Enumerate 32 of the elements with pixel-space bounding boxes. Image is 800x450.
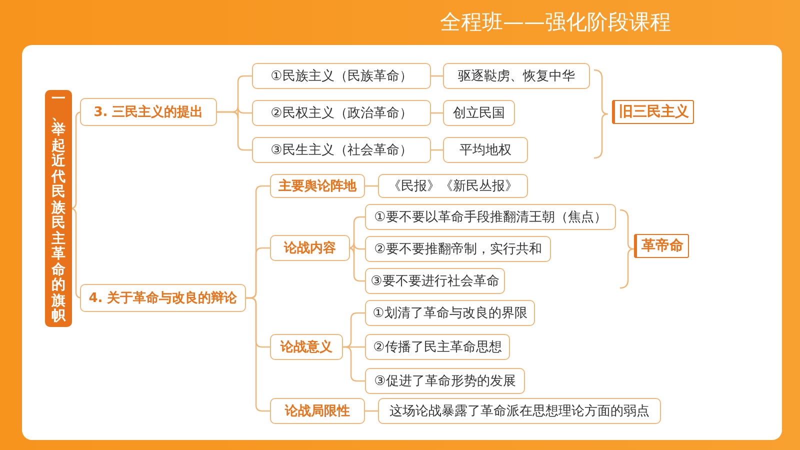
item-box: 驱逐鞑虏、恢复中华 (443, 63, 590, 89)
subtopic-box: 论战意义 (270, 334, 343, 360)
item-box: 这场论战暴露了革命派在思想理论方面的弱点 (378, 398, 661, 424)
connector (246, 297, 270, 412)
connector (365, 185, 378, 187)
item-box: ①要不要以革命手段推翻清王朝（焦点） (365, 204, 616, 230)
connector (431, 75, 443, 77)
connector (431, 112, 443, 114)
subtopic-box: 论战局限性 (270, 398, 365, 424)
item-box: ③促进了革命形势的发展 (365, 368, 525, 394)
topic-box: 4. 关于革命与改良的辩论 (80, 284, 246, 312)
item-box: 《民报》《新民丛报》 (378, 174, 528, 198)
item-box: 平均地权 (443, 137, 528, 163)
topic-box: 3. 三民主义的提出 (80, 98, 217, 126)
item-box: 创立民国 (443, 100, 515, 126)
title-bar: 一、举起近代民族民主革命的旗帜 (45, 90, 72, 327)
item-box: ②民权主义（政治革命） (252, 100, 431, 126)
item-box: ①划清了革命与改良的界限 (365, 300, 535, 326)
item-box: ③要不要进行社会革命 (365, 268, 505, 294)
item-box: ③民生主义（社会革命） (252, 137, 431, 163)
item-box: ②要不要推翻帝制，实行共和 (365, 236, 551, 262)
summary-tag: 革帝命 (634, 234, 689, 258)
connector (217, 111, 252, 151)
page-title: 全程班——强化阶段课程 (440, 9, 671, 36)
connector (343, 346, 365, 382)
item-box: ②传播了民主革命思想 (365, 334, 510, 360)
subtopic-box: 主要舆论阵地 (270, 174, 365, 198)
summary-tag: 旧三民主义 (612, 100, 694, 124)
subtopic-box: 论战内容 (270, 235, 350, 261)
connector (365, 410, 378, 412)
item-box: ①民族主义（民族革命） (252, 63, 431, 89)
connector (431, 149, 443, 151)
